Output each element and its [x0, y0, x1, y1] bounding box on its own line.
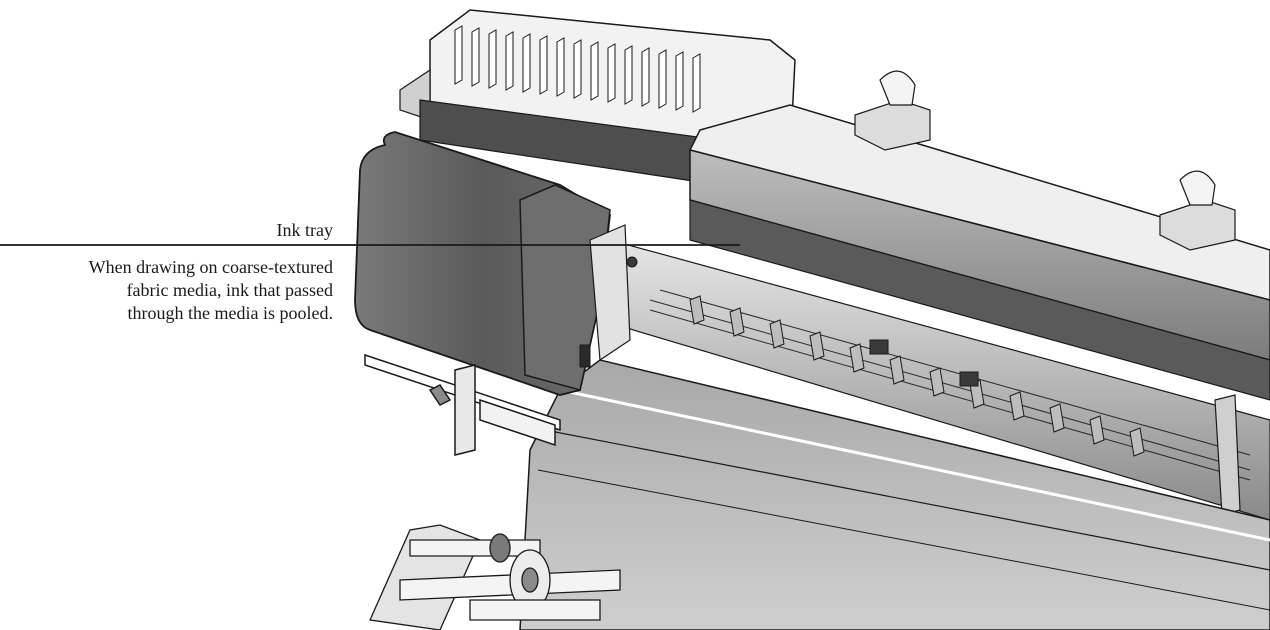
callout-description: When drawing on coarse-textured fabric m… — [0, 256, 333, 325]
callout-description-line-2: fabric media, ink that passed — [126, 280, 333, 300]
callout-description-line-3: through the media is pooled. — [127, 303, 333, 323]
ink-station — [399, 9, 796, 186]
printer-top-beam — [688, 104, 1270, 401]
take-up-unit — [369, 524, 621, 630]
callout-title: Ink tray — [276, 220, 333, 240]
frame-rods — [364, 353, 561, 456]
clamp-lever — [854, 70, 1236, 251]
side-cover — [354, 131, 638, 396]
callout-description-line-1: When drawing on coarse-textured — [88, 257, 333, 277]
